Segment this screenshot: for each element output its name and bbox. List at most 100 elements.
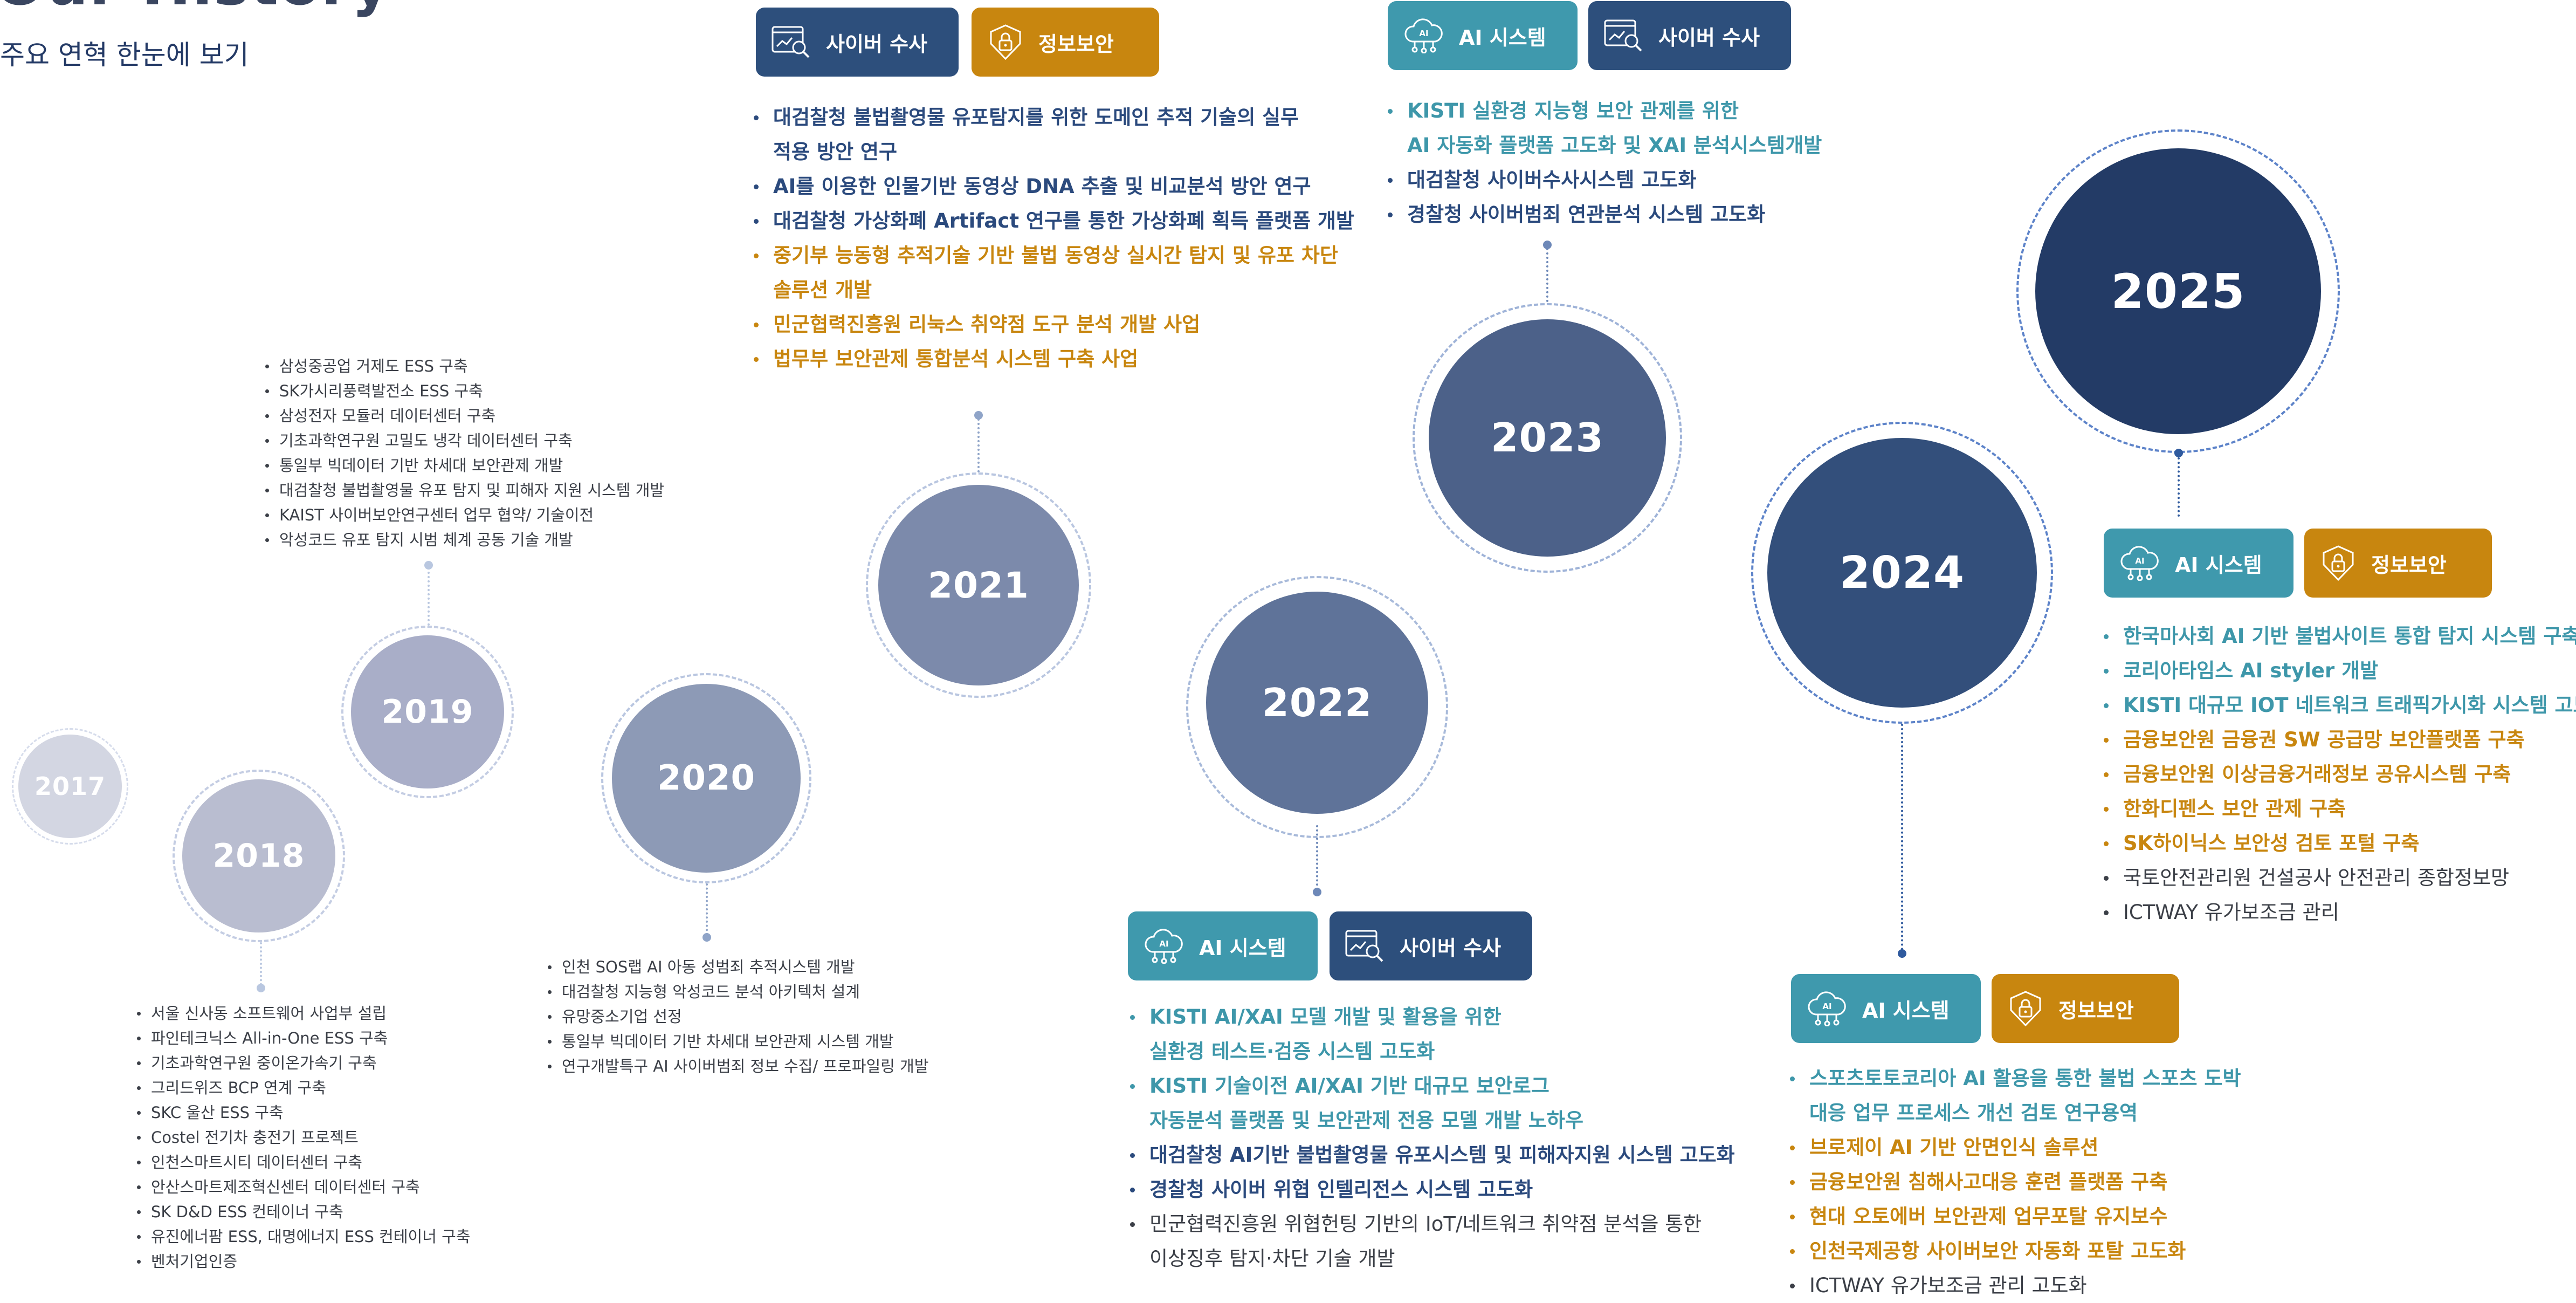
tag-security-2021: 정보보안 (972, 8, 1159, 77)
year-2017-ring (12, 728, 128, 845)
list-item: 유진에너팜 ESS, 대명에너지 ESS 컨테이너 구축 (135, 1224, 470, 1249)
tag-label: AI 시스템 (1459, 25, 1546, 50)
tag-cyber-investigation-2023: 사이버 수사 (1588, 1, 1791, 70)
tag-label: 정보보안 (1038, 32, 1114, 56)
list-item: 대검찰청 AI기반 불법촬영물 유포시스템 및 피해자지원 시스템 고도화 (1127, 1138, 1735, 1172)
connector-2021 (977, 419, 980, 472)
list-item: 벤처기업인증 (135, 1249, 470, 1274)
svg-text:AI: AI (1159, 939, 1168, 949)
list-item: AI를 이용한 인물기반 동영상 DNA 추출 및 비교분석 방안 연구 (750, 169, 1354, 204)
year-2017-badge: 2017 (18, 735, 122, 838)
list-item: 기초과학연구원 고밀도 냉각 데이터센터 구축 (263, 428, 664, 453)
ai-cloud-icon: AI (1404, 18, 1443, 53)
tag-ai-system-2023: AI AI 시스템 (1388, 1, 1578, 70)
list-item: 민군협력진흥원 리눅스 취약점 도구 분석 개발 사업 (750, 307, 1354, 342)
ai-cloud-icon: AI (1808, 991, 1846, 1026)
ai-cloud-icon: AI (2120, 546, 2159, 581)
page-title: Our History (0, 0, 391, 19)
year-2023-badge: 2023 (1429, 319, 1666, 557)
svg-text:AI: AI (1419, 29, 1428, 38)
connector-dot-2023 (1543, 241, 1552, 249)
list-2025: 한국마사회 AI 기반 불법사이트 통합 탐지 시스템 구축 코리아타임스 AI… (2100, 619, 2576, 930)
list-item: 인천스마트시티 데이터센터 구축 (135, 1150, 470, 1175)
list-item: SK가시리풍력발전소 ESS 구축 (263, 379, 664, 403)
year-2018-badge: 2018 (182, 779, 335, 932)
year-2018-ring (173, 770, 345, 942)
list-item: KAIST 사이버보안연구센터 업무 협약/ 기술이전 (263, 503, 664, 527)
list-item: 인천국제공항 사이버보안 자동화 포탈 고도화 (1787, 1234, 2241, 1268)
tag-label: 사이버 수사 (1658, 25, 1760, 50)
tag-label: AI 시스템 (1199, 936, 1286, 960)
connector-2023 (1546, 248, 1548, 302)
connector-dot-2025 (2174, 449, 2183, 457)
connector-dot-2021 (974, 411, 983, 420)
tag-security-2025: 정보보안 (2304, 529, 2492, 598)
page-subtitle: 주요 연혁 한눈에 보기 (0, 39, 249, 71)
year-2024-ring (1751, 422, 2053, 724)
list-item: 한국마사회 AI 기반 불법사이트 통합 탐지 시스템 구축 (2100, 619, 2576, 654)
tag-cyber-investigation-2021: 사이버 수사 (756, 8, 959, 77)
year-2019-ring (341, 626, 514, 798)
list-2019: 삼성중공업 거제도 ESS 구축 SK가시리풍력발전소 ESS 구축 삼성전자 … (263, 354, 664, 552)
year-2023-ring (1413, 303, 1682, 573)
year-2019-badge: 2019 (351, 635, 504, 788)
list-item: 대검찰청 지능형 악성코드 분석 아키텍처 설계 (546, 979, 928, 1004)
list-item: 서울 신사동 소프트웨어 사업부 설립 (135, 1001, 470, 1026)
year-2022-label: 2022 (1262, 680, 1373, 725)
list-item: 금융보안원 침해사고대응 훈련 플랫폼 구축 (1787, 1165, 2241, 1199)
year-2025-label: 2025 (2111, 263, 2246, 319)
year-2020-ring (601, 673, 811, 883)
list-item: 대검찰청 불법촬영물 유포 탐지 및 피해자 지원 시스템 개발 (263, 478, 664, 503)
connector-dot-2018 (257, 984, 265, 992)
magnifier-chart-icon (1345, 930, 1383, 962)
list-item: ICTWAY 유가보조금 관리 고도화 (1787, 1268, 2241, 1303)
ai-cloud-icon: AI (1145, 929, 1183, 964)
list-item: 통일부 빅데이터 기반 차세대 보안관제 시스템 개발 (546, 1029, 928, 1054)
year-2024-badge: 2024 (1767, 438, 2037, 708)
list-item: 금융보안원 금융권 SW 공급망 보안플랫폼 구축 (2100, 723, 2576, 757)
connector-2025 (2178, 457, 2180, 517)
list-item: 대검찰청 사이버수사시스템 고도화 (1385, 163, 1822, 197)
list-item: SK D&D ESS 컨테이너 구축 (135, 1199, 470, 1224)
tag-cyber-investigation-2022: 사이버 수사 (1330, 911, 1532, 980)
tag-ai-system-2024: AI AI 시스템 (1791, 974, 1981, 1043)
year-2024-label: 2024 (1839, 547, 1965, 599)
connector-2022 (1316, 825, 1318, 890)
list-item: 경찰청 사이버 위협 인텔리전스 시스템 고도화 (1127, 1172, 1735, 1207)
list-item: 삼성중공업 거제도 ESS 구축 (263, 354, 664, 379)
year-2017-label: 2017 (34, 772, 106, 801)
list-item: 코리아타임스 AI styler 개발 (2100, 654, 2576, 688)
tag-ai-system-2025: AI AI 시스템 (2104, 529, 2293, 598)
year-2021-label: 2021 (928, 564, 1029, 606)
list-item: 경찰청 사이버범죄 연관분석 시스템 고도화 (1385, 197, 1822, 232)
list-item: 법무부 보안관제 통합분석 시스템 구축 사업 (750, 342, 1354, 376)
list-item: 기초과학연구원 중이온가속기 구축 (135, 1051, 470, 1075)
lock-shield-icon (2010, 991, 2041, 1027)
list-item: 대검찰청 가상화폐 Artifact 연구를 통한 가상화폐 획득 플랫폼 개발 (750, 204, 1354, 238)
tag-security-2024: 정보보안 (1992, 974, 2179, 1043)
connector-2020 (706, 883, 708, 935)
tag-label: 사이버 수사 (1400, 936, 1501, 960)
list-item: 안산스마트제조혁신센터 데이터센터 구축 (135, 1175, 470, 1199)
year-2020-label: 2020 (657, 758, 756, 798)
year-2025-badge: 2025 (2035, 148, 2321, 434)
connector-dot-2022 (1313, 888, 1321, 896)
svg-text:AI: AI (1822, 1002, 1831, 1011)
lock-shield-icon (990, 24, 1021, 60)
connector-2018 (260, 942, 262, 985)
magnifier-chart-icon (772, 26, 810, 58)
year-2021-badge: 2021 (878, 485, 1079, 685)
year-2022-badge: 2022 (1206, 592, 1428, 814)
list-item: ICTWAY 유가보조금 관리 (2100, 895, 2576, 930)
tag-label: 정보보안 (2058, 998, 2134, 1023)
year-2018-label: 2018 (212, 837, 305, 875)
